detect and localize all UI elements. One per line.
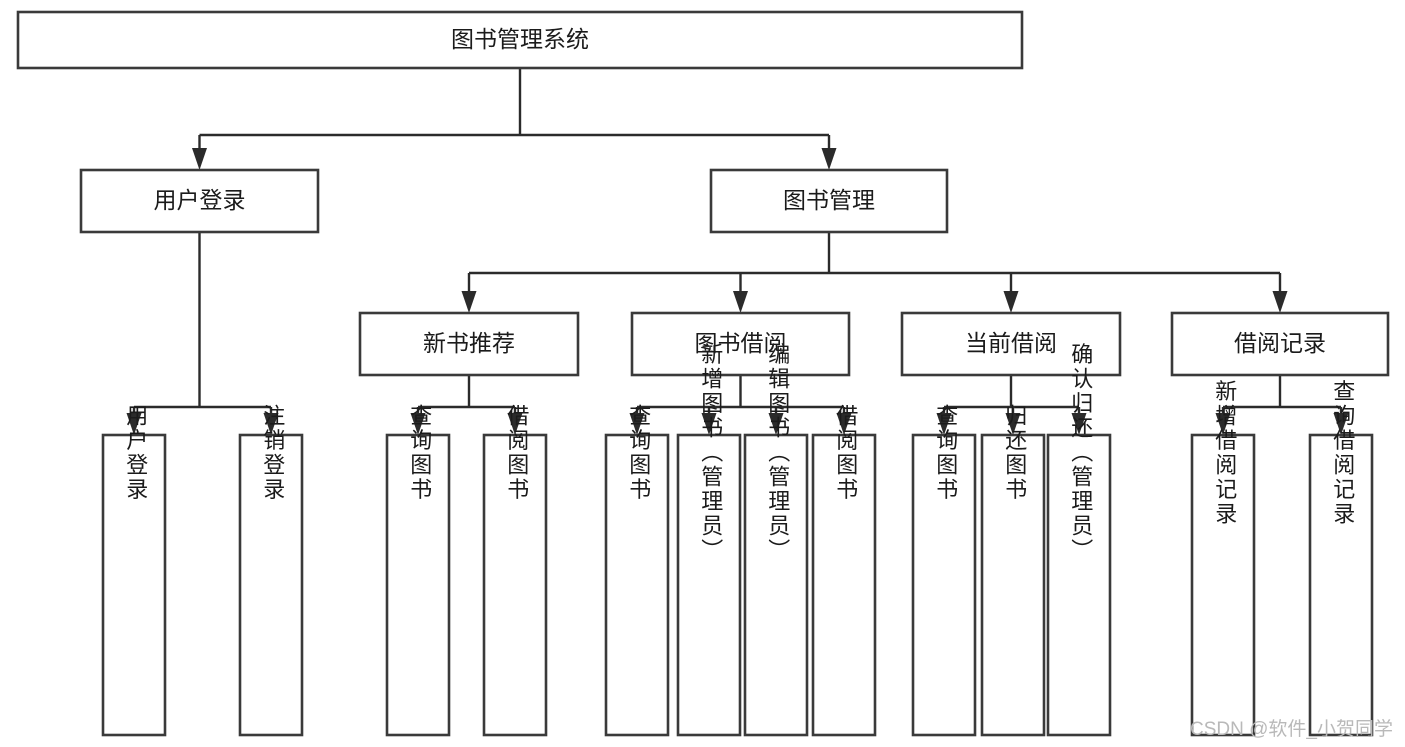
node-l-borrow-book-2[interactable]: 借阅图书 [811, 404, 877, 737]
connector-group [410, 375, 523, 435]
node-label: 用户登录 [123, 404, 148, 502]
arrow-head-icon [1071, 413, 1087, 435]
arrow-head-icon [821, 148, 837, 170]
arrow-head-icon [733, 291, 748, 313]
node-l-confirm-return-admin[interactable]: 确认归还（管理员） [1046, 343, 1112, 737]
node-label: 注销登录 [260, 404, 285, 502]
node-box[interactable] [238, 433, 304, 737]
node-label: 归还图书 [1002, 404, 1027, 502]
node-box[interactable] [743, 433, 809, 737]
node-box[interactable] [811, 433, 877, 737]
node-label: 图书借阅 [695, 330, 787, 356]
arrow-head-icon [768, 413, 784, 435]
node-label: 新书推荐 [423, 330, 515, 356]
node-root[interactable]: 图书管理系统 [16, 10, 1024, 70]
arrow-head-icon [410, 413, 426, 435]
node-label: 借阅图书 [504, 404, 529, 502]
node-box[interactable] [630, 311, 851, 377]
node-box[interactable] [482, 433, 548, 737]
node-n-borrow-record[interactable]: 借阅记录 [1170, 311, 1390, 377]
node-l-borrow-book-1[interactable]: 借阅图书 [482, 404, 548, 737]
node-n-book-borrow[interactable]: 图书借阅 [630, 311, 851, 377]
node-label: 查询图书 [626, 404, 651, 502]
connector-group [1215, 375, 1349, 435]
node-layer: 图书管理系统用户登录图书管理新书推荐图书借阅当前借阅借阅记录用户登录注销登录查询… [16, 10, 1390, 737]
connector-group [126, 232, 279, 435]
node-label: 查询借阅记录 [1330, 380, 1355, 527]
node-box[interactable] [900, 311, 1122, 377]
node-box[interactable] [980, 433, 1046, 737]
node-n-current-borrow[interactable]: 当前借阅 [900, 311, 1122, 377]
arrow-head-icon [836, 413, 852, 435]
arrow-head-icon [1333, 413, 1349, 435]
arrow-head-icon [701, 413, 717, 435]
node-l-return-book[interactable]: 归还图书 [980, 404, 1046, 737]
arrow-head-icon [1272, 291, 1288, 313]
node-box[interactable] [385, 433, 451, 737]
node-label: 查询图书 [933, 404, 958, 502]
node-l-edit-book-admin[interactable]: 编辑图书（管理员） [743, 343, 809, 737]
node-label: 查询图书 [407, 404, 432, 502]
arrow-head-icon [629, 413, 645, 435]
arrow-head-icon [126, 413, 142, 435]
node-label: 新增借阅记录 [1212, 380, 1237, 527]
arrow-head-icon [1005, 413, 1021, 435]
node-box[interactable] [101, 433, 167, 737]
node-l-add-borrow-record[interactable]: 新增借阅记录 [1190, 380, 1256, 737]
node-n-book-manage[interactable]: 图书管理 [709, 168, 949, 234]
node-l-logout[interactable]: 注销登录 [238, 404, 304, 737]
node-l-add-book-admin[interactable]: 新增图书（管理员） [676, 343, 742, 737]
connector-group [936, 375, 1087, 435]
node-box[interactable] [16, 10, 1024, 70]
arrow-head-icon [507, 413, 523, 435]
node-box[interactable] [358, 311, 580, 377]
node-l-query-borrow-record[interactable]: 查询借阅记录 [1308, 380, 1374, 737]
node-l-user-login[interactable]: 用户登录 [101, 404, 167, 737]
node-box[interactable] [1308, 433, 1374, 737]
node-label: 用户登录 [154, 187, 246, 213]
node-box[interactable] [676, 433, 742, 737]
node-label: 当前借阅 [965, 330, 1057, 356]
node-box[interactable] [709, 168, 949, 234]
node-box[interactable] [79, 168, 320, 234]
arrow-head-icon [936, 413, 952, 435]
connector-group [461, 232, 1288, 313]
node-label: 编辑图书（管理员） [765, 343, 790, 564]
node-n-new-book-rec[interactable]: 新书推荐 [358, 311, 580, 377]
node-l-query-book-2[interactable]: 查询图书 [604, 404, 670, 737]
node-l-query-book-3[interactable]: 查询图书 [911, 404, 977, 737]
connector-group [192, 68, 837, 170]
node-label: 借阅记录 [1234, 330, 1326, 356]
node-box[interactable] [911, 433, 977, 737]
node-l-query-book-1[interactable]: 查询图书 [385, 404, 451, 737]
node-box[interactable] [1190, 433, 1256, 737]
node-box[interactable] [1170, 311, 1390, 377]
node-box[interactable] [1046, 433, 1112, 737]
arrow-head-icon [263, 413, 279, 435]
arrow-head-icon [1215, 413, 1231, 435]
node-label: 新增图书（管理员） [698, 343, 723, 564]
node-label: 图书管理 [783, 187, 875, 213]
connector-group [629, 375, 852, 435]
connector-layer [126, 68, 1349, 435]
arrow-head-icon [1003, 291, 1019, 313]
node-label: 借阅图书 [833, 404, 858, 502]
arrow-head-icon [192, 148, 207, 170]
node-label: 图书管理系统 [451, 26, 589, 52]
node-label: 确认归还（管理员） [1068, 343, 1093, 564]
arrow-head-icon [461, 291, 477, 313]
node-box[interactable] [604, 433, 670, 737]
node-n-user-login[interactable]: 用户登录 [79, 168, 320, 234]
